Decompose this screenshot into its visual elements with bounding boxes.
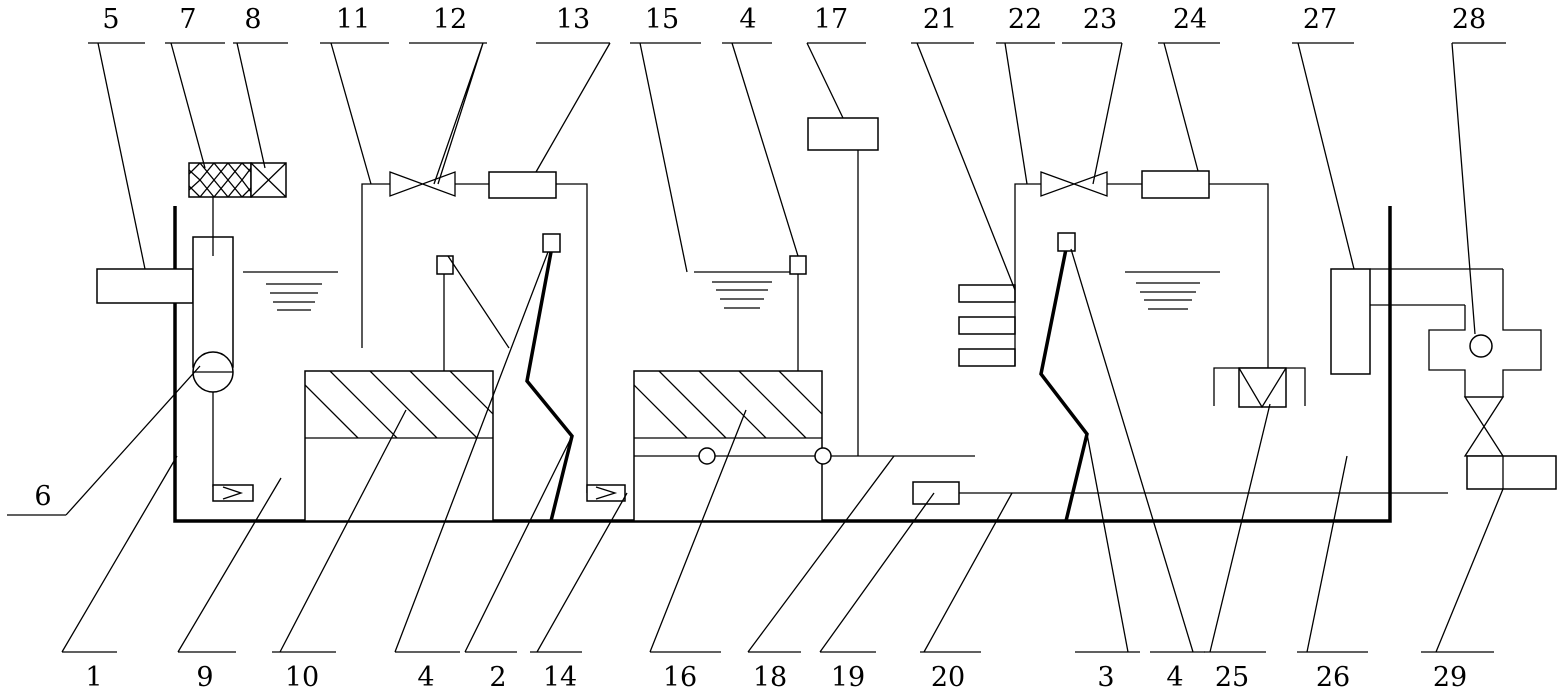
valve-left xyxy=(389,171,456,197)
outlet-valve xyxy=(1463,396,1505,457)
label-top-4: 4 xyxy=(739,4,756,35)
label-bottom-3: 3 xyxy=(1097,662,1114,693)
partition-plate-right xyxy=(1039,248,1089,522)
inlet-pipe xyxy=(96,268,194,304)
label-top-23: 23 xyxy=(1083,4,1117,35)
label-bottom-25: 25 xyxy=(1215,662,1249,693)
water-level-right xyxy=(1125,271,1220,310)
label-bottom-20: 20 xyxy=(931,662,965,693)
outlet-pump xyxy=(1466,455,1557,490)
reducer xyxy=(250,162,287,198)
label-bottom-29: 29 xyxy=(1433,662,1467,693)
label-bottom-1: 1 xyxy=(85,662,102,693)
label-top-22: 22 xyxy=(1008,4,1042,35)
label-left-6: 6 xyxy=(34,481,51,512)
label-bottom-26: 26 xyxy=(1316,662,1350,693)
valve-right xyxy=(1040,171,1108,197)
level-sensor-partition-right xyxy=(1057,232,1076,252)
label-top-12: 12 xyxy=(433,4,467,35)
motor xyxy=(188,162,252,198)
aerator xyxy=(912,481,1448,505)
label-bottom-19: 19 xyxy=(831,662,865,693)
leader-lines xyxy=(7,42,1506,653)
water-level-left xyxy=(243,271,338,311)
label-top-13: 13 xyxy=(556,4,590,35)
check-valve xyxy=(1213,367,1306,409)
label-top-17: 17 xyxy=(814,4,848,35)
flow-meter-circle xyxy=(1469,334,1493,358)
inclined-plates xyxy=(958,284,1016,367)
label-bottom-4b: 4 xyxy=(1166,662,1183,693)
callout-labels: 5 7 8 11 12 13 15 4 17 21 22 23 24 27 28… xyxy=(34,4,1486,693)
backwash-pipe-left xyxy=(361,183,588,493)
label-bottom-16: 16 xyxy=(663,662,697,693)
pump-right xyxy=(1141,170,1210,199)
dosing-box xyxy=(807,117,879,456)
level-sensor-partition-left xyxy=(542,233,561,253)
label-top-24: 24 xyxy=(1173,4,1207,35)
label-top-7: 7 xyxy=(179,4,196,35)
label-bottom-4a: 4 xyxy=(417,662,434,693)
level-sensor-left xyxy=(436,255,454,371)
label-top-28: 28 xyxy=(1452,4,1486,35)
label-top-5: 5 xyxy=(102,4,119,35)
spring-middle xyxy=(586,484,626,502)
clear-water-outlet xyxy=(1428,305,1542,398)
lifting-chain-unit xyxy=(192,197,234,487)
filter-bed-left xyxy=(304,370,494,522)
label-bottom-14: 14 xyxy=(543,662,577,693)
label-top-27: 27 xyxy=(1303,4,1337,35)
pump-left xyxy=(488,171,557,199)
label-top-8: 8 xyxy=(244,4,261,35)
label-bottom-2: 2 xyxy=(489,662,506,693)
label-bottom-9: 9 xyxy=(196,662,213,693)
water-level-middle xyxy=(694,271,790,309)
label-bottom-10: 10 xyxy=(285,662,319,693)
partition-plate-left xyxy=(525,251,574,522)
backwash-pipe-right xyxy=(1014,183,1269,368)
level-sensor-middle xyxy=(789,255,807,371)
filter-bed-middle xyxy=(633,370,975,522)
label-top-11: 11 xyxy=(336,4,370,35)
spring-left xyxy=(212,484,254,502)
outlet-weir xyxy=(1330,268,1504,375)
label-top-21: 21 xyxy=(923,4,957,35)
label-top-15: 15 xyxy=(645,4,679,35)
label-bottom-18: 18 xyxy=(753,662,787,693)
